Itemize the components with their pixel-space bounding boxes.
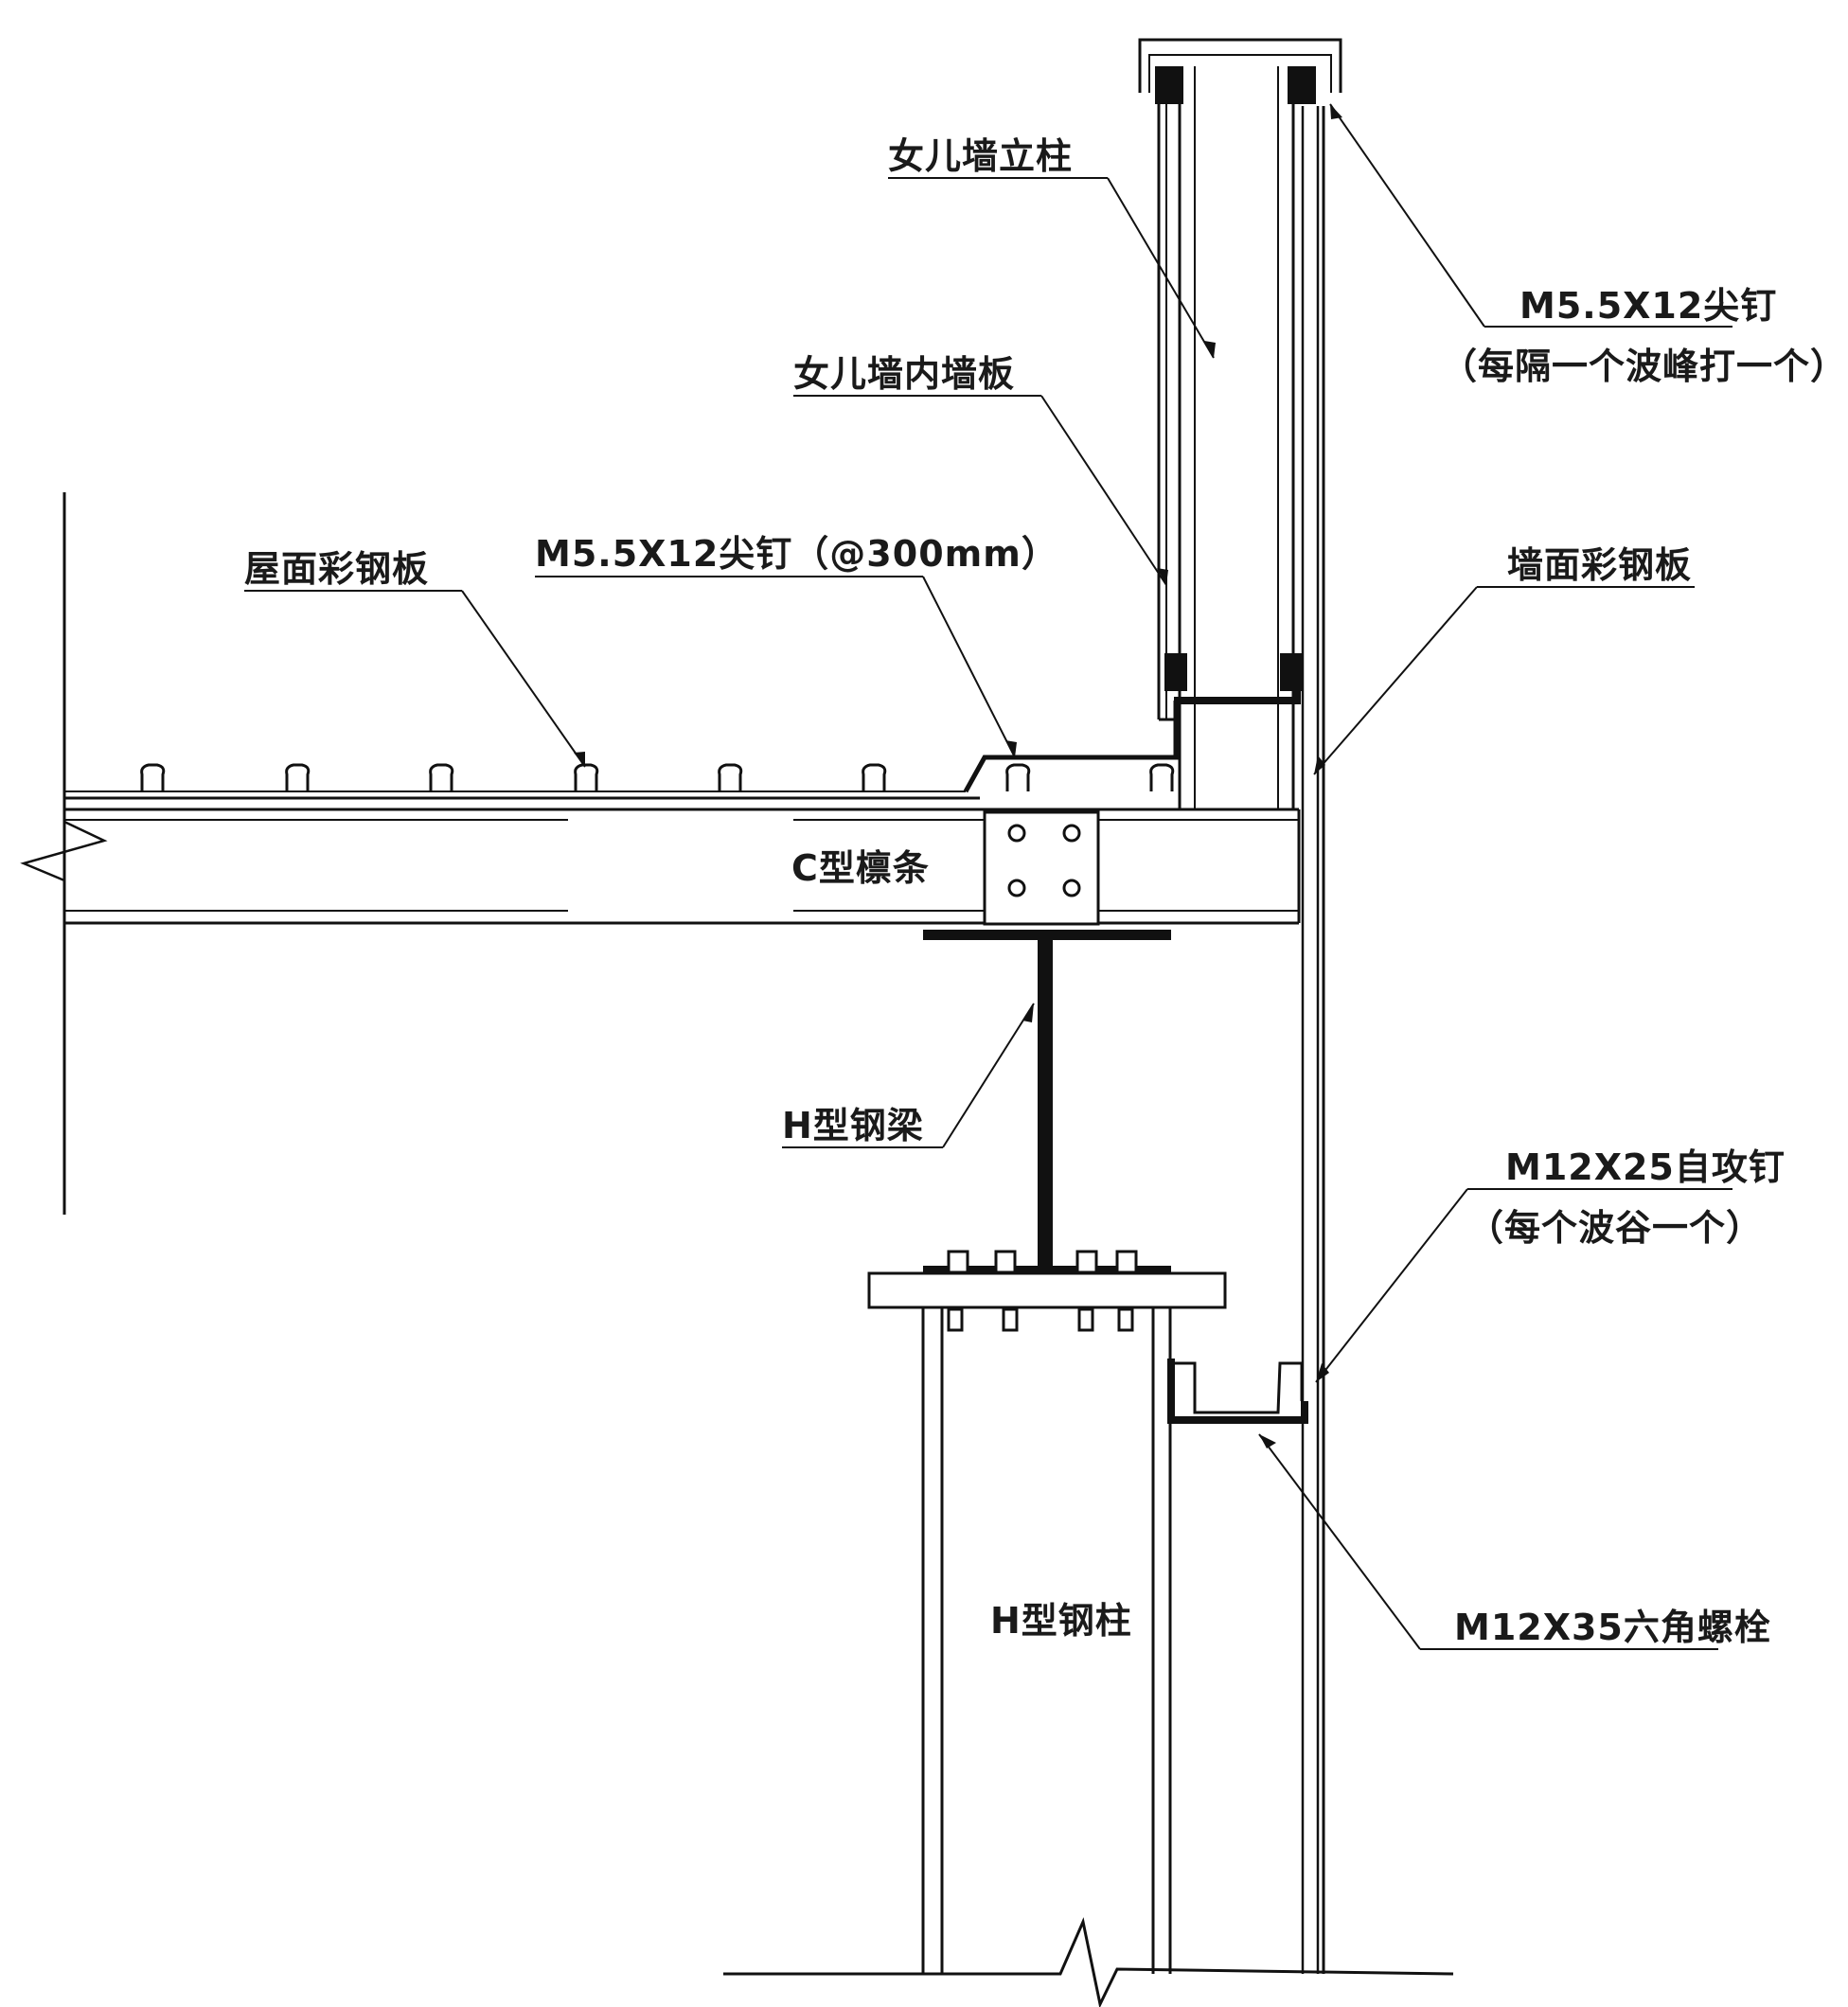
left-boundary [20, 492, 108, 1215]
label-self-tap-screw: M12X25自攻钉 [1505, 1146, 1786, 1188]
label-screw-top-note: （每隔一个波峰打一个） [1441, 346, 1847, 387]
h-beam [923, 930, 1171, 1276]
label-self-tap-note: （每个波谷一个） [1467, 1207, 1763, 1249]
label-roof-screw: M5.5X12尖钉（@300mm） [535, 533, 1058, 575]
label-h-column: H型钢柱 [990, 1600, 1132, 1642]
label-parapet-post: 女儿墙立柱 [888, 135, 1073, 177]
wall-girt [1167, 1359, 1308, 1424]
label-h-beam: H型钢梁 [782, 1105, 924, 1146]
leader-lines [244, 103, 1732, 1650]
label-wall-panel: 墙面彩钢板 [1507, 544, 1692, 586]
wall-panel [1301, 106, 1325, 1974]
leader-arrowheads [574, 104, 1342, 1448]
label-roof-panel: 屋面彩钢板 [244, 548, 429, 590]
labels: 女儿墙立柱 M5.5X12尖钉 （每隔一个波峰打一个） 女儿墙内墙板 屋面彩钢板… [244, 135, 1847, 1648]
column-cap [867, 1250, 1227, 1332]
c-purlin [64, 808, 1301, 926]
cleat-bolts [1007, 824, 1081, 897]
parapet-post [1138, 38, 1342, 809]
label-hex-bolt: M12X35六角螺栓 [1454, 1607, 1771, 1648]
purlin-cleat-plate [983, 810, 1100, 926]
label-c-purlin: C型檩条 [791, 847, 930, 889]
roof-panel [64, 701, 1179, 800]
label-screw-top: M5.5X12尖钉 [1519, 285, 1777, 327]
label-parapet-inner-panel: 女儿墙内墙板 [793, 353, 1015, 395]
ground-line [723, 1917, 1454, 2007]
